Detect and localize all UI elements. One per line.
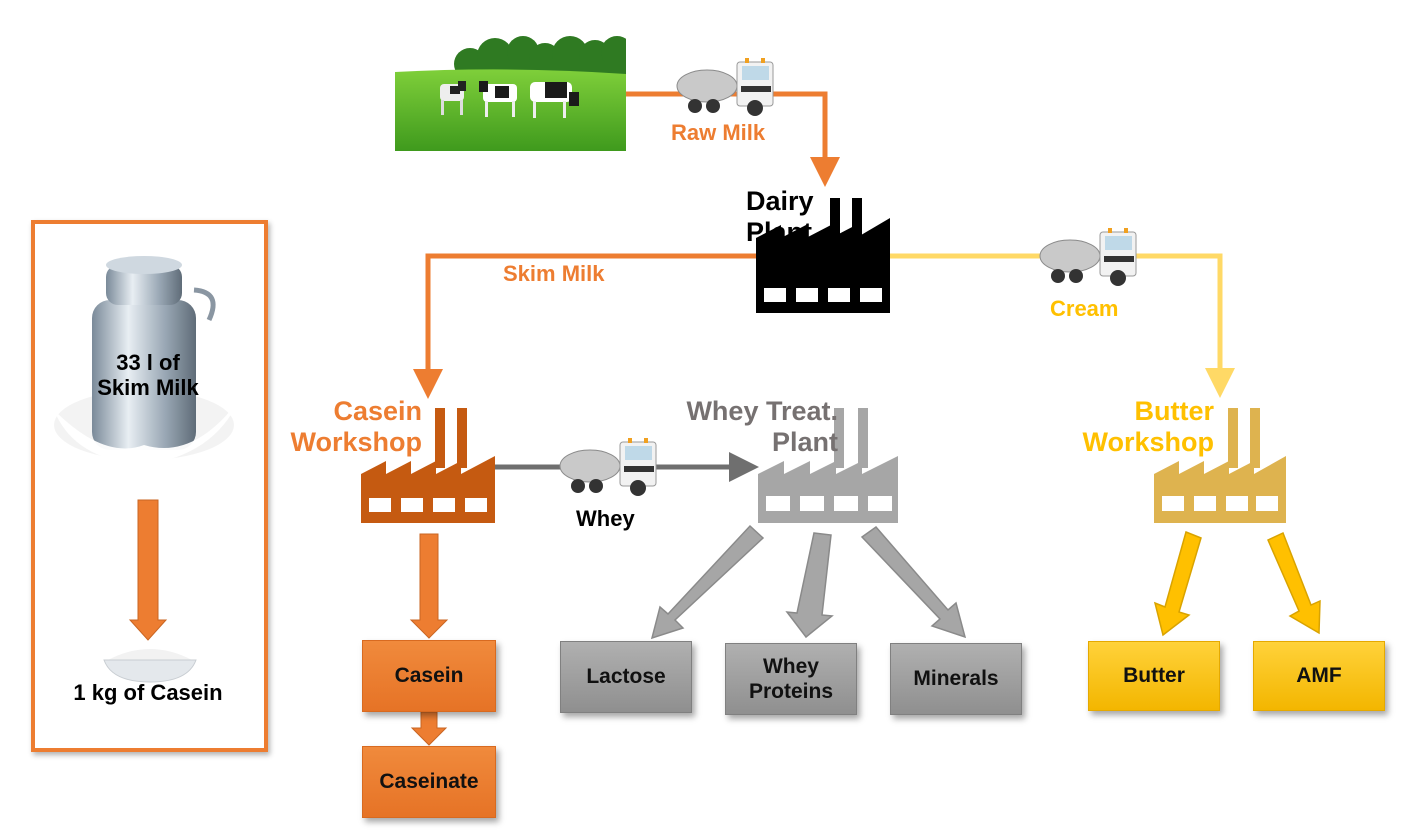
casein-workshop-label-line1: Casein bbox=[333, 396, 422, 426]
milk-tanker-truck-icon bbox=[559, 438, 657, 496]
product-minerals: Minerals bbox=[890, 643, 1022, 715]
whey-treatment-plant-factory-icon bbox=[758, 408, 898, 523]
product-lactose: Lactose bbox=[560, 641, 692, 713]
pasture-with-cows-image bbox=[395, 34, 626, 151]
summary-output-label: 1 kg of Casein bbox=[73, 680, 223, 705]
product-whey-proteins: Whey Proteins bbox=[725, 643, 857, 715]
cow-icon bbox=[440, 81, 466, 115]
casein-workshop-label-line2: Workshop bbox=[290, 427, 422, 458]
whey-treatment-label-line1: Whey Treat. bbox=[686, 396, 838, 426]
butter-workshop-factory-icon bbox=[1154, 408, 1286, 523]
cream-line bbox=[890, 253, 1235, 398]
summary-input-line2: Skim Milk bbox=[97, 375, 199, 401]
cow-icon bbox=[530, 82, 579, 118]
butter-workshop-label-line2: Workshop bbox=[1082, 427, 1214, 458]
arrow-to-casein bbox=[409, 533, 449, 639]
summary-input-label: 33 l of Skim Milk bbox=[60, 350, 236, 401]
cream-label: Cream bbox=[1050, 296, 1119, 321]
dairy-plant-label-line2: Plant bbox=[746, 217, 813, 248]
summary-arrow bbox=[128, 499, 168, 641]
product-caseinate-label: Caseinate bbox=[379, 770, 479, 794]
product-whey-proteins-line1: Whey bbox=[762, 654, 819, 678]
milk-tanker-truck-icon bbox=[1039, 228, 1137, 286]
skim-milk-line bbox=[413, 253, 756, 399]
summary-input-line1: 33 l of bbox=[116, 350, 180, 375]
raw-milk-label: Raw Milk bbox=[671, 120, 766, 145]
product-butter: Butter bbox=[1088, 641, 1220, 711]
whey-treatment-plant-label: Whey Treat. Plant bbox=[668, 396, 838, 458]
dairy-plant-label: Dairy Plant bbox=[746, 186, 814, 248]
arrow-to-lactose bbox=[650, 524, 765, 640]
dairy-plant-label-line1: Dairy bbox=[746, 186, 814, 216]
product-lactose-label: Lactose bbox=[586, 665, 666, 689]
arrow-to-caseinate bbox=[410, 711, 448, 746]
arrow-to-whey-proteins bbox=[785, 532, 834, 639]
butter-workshop-label: Butter Workshop bbox=[1074, 396, 1214, 458]
arrow-to-minerals bbox=[860, 525, 967, 639]
cow-icon bbox=[479, 81, 517, 117]
product-butter-label: Butter bbox=[1123, 664, 1185, 688]
dairy-plant-factory-icon bbox=[756, 198, 890, 313]
arrow-to-butter bbox=[1153, 530, 1202, 637]
casein-workshop-factory-icon bbox=[361, 408, 495, 523]
product-minerals-label: Minerals bbox=[913, 667, 999, 691]
butter-workshop-label-line1: Butter bbox=[1134, 396, 1215, 426]
product-casein-label: Casein bbox=[394, 664, 464, 688]
product-casein: Casein bbox=[362, 640, 496, 712]
milk-can-icon bbox=[54, 256, 239, 465]
arrow-to-amf bbox=[1267, 531, 1321, 635]
milk-tanker-truck-icon bbox=[676, 58, 774, 116]
product-amf: AMF bbox=[1253, 641, 1385, 711]
whey-label: Whey bbox=[576, 506, 635, 531]
whey-treatment-label-line2: Plant bbox=[771, 427, 838, 458]
product-whey-proteins-line2: Proteins bbox=[748, 680, 834, 703]
product-caseinate: Caseinate bbox=[362, 746, 496, 818]
yield-summary-panel bbox=[31, 220, 268, 752]
casein-workshop-label: Casein Workshop bbox=[282, 396, 422, 458]
product-amf-label: AMF bbox=[1296, 664, 1342, 688]
casein-powder-bowl-icon bbox=[103, 649, 197, 683]
skim-milk-label: Skim Milk bbox=[503, 261, 605, 286]
